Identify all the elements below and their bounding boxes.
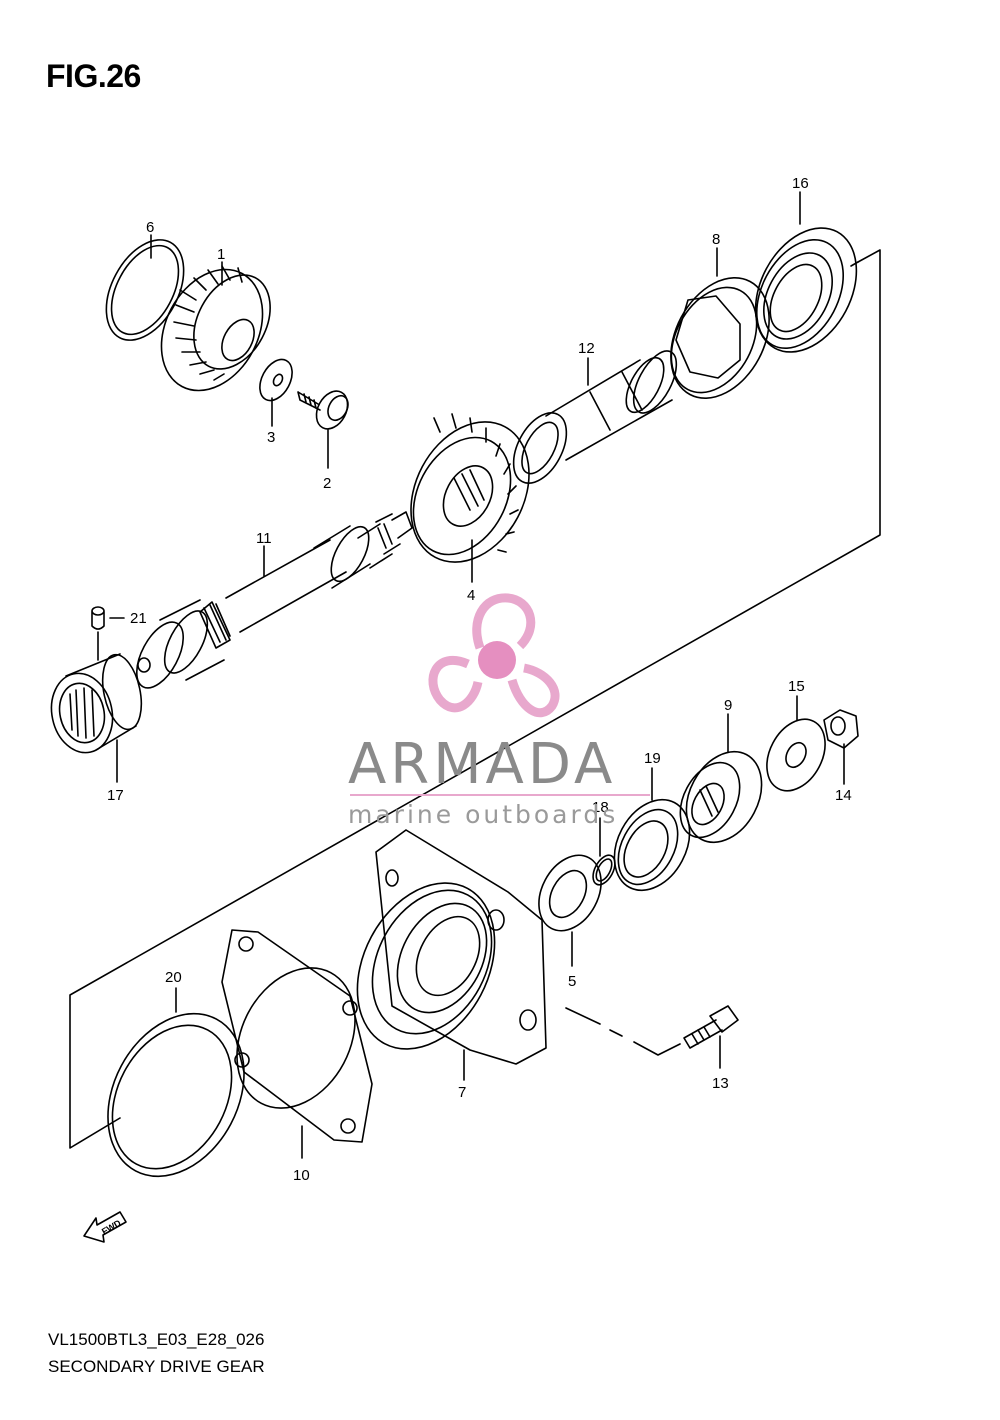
label-part-13: 13 [712,1075,729,1092]
figure-code: VL1500BTL3_E03_E28_026 [48,1330,265,1349]
part-7-gear-housing [356,829,547,1081]
label-part-2: 2 [323,475,331,492]
part-21-dowel-pin [91,606,125,630]
figure-title: FIG.26 [46,58,141,94]
part-10-gasket [221,929,373,1159]
label-part-11: 11 [256,530,272,547]
label-part-1: 1 [217,246,225,263]
part-20-seal-ring [107,987,245,1178]
label-part-8: 8 [712,231,720,248]
propeller-hub-icon [478,641,516,679]
armada-watermark: ARMADA marine outboards [348,593,650,829]
part-4-bevel-gear [410,413,530,563]
label-part-15: 15 [788,678,805,695]
propeller-logo-icon [428,593,560,718]
fwd-label: FWD [100,1218,123,1237]
part-number-labels: 6 1 3 2 16 8 12 4 11 21 17 15 9 19 18 14… [107,175,852,1184]
label-part-10: 10 [293,1167,310,1184]
label-part-9: 9 [724,697,732,714]
label-part-16: 16 [792,175,809,192]
part-11-drive-shaft [136,511,413,689]
part-13-bolt [683,1005,739,1069]
part-15-washer [766,718,826,792]
label-part-21: 21 [130,610,147,627]
part-8-lock-nut [670,277,770,399]
part-5-shim [538,854,602,932]
part-3-washer [259,358,293,402]
label-part-6: 6 [146,219,154,236]
label-part-17: 17 [107,787,124,804]
label-part-18: 18 [592,799,609,816]
assembly-outline [69,249,881,1149]
part-14-nut [823,709,859,749]
label-part-3: 3 [267,429,275,446]
part-9-coupling-nut [679,750,763,844]
label-part-20: 20 [165,969,182,986]
figure-name: SECONDARY DRIVE GEAR [48,1357,265,1376]
label-part-19: 19 [644,750,661,767]
label-part-5: 5 [568,973,576,990]
part-1-bevel-gear [160,265,271,392]
label-part-7: 7 [458,1084,466,1101]
bolt-13-leader [565,1007,601,1025]
part-12-spacer [512,350,678,484]
part-2-flange-bolt [297,390,349,430]
part-16-oil-seal [754,227,858,353]
part-17-needle-bearing [50,631,143,754]
label-part-12: 12 [578,340,595,357]
watermark-brand: ARMADA [348,732,616,797]
part-19-seal [613,798,691,892]
watermark-tagline: marine outboards [348,800,618,829]
label-part-14: 14 [835,787,852,804]
part-6-ring [105,239,185,341]
label-part-4: 4 [467,587,475,604]
fwd-arrow-icon [83,1211,127,1243]
